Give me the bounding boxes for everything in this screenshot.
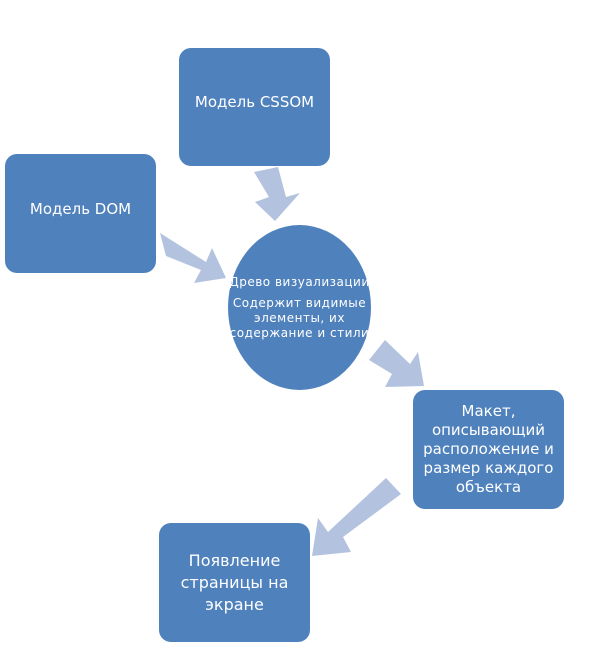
node-layout-label: Макет, описывающий расположение и размер…: [423, 402, 554, 496]
node-layout: Макет, описывающий расположение и размер…: [413, 390, 564, 509]
node-render-tree-title: Древо визуализации: [229, 274, 370, 289]
node-cssom-label: Модель CSSOM: [194, 93, 315, 111]
node-render-tree: Древо визуализации Содержит видимые элем…: [228, 225, 371, 390]
node-dom-label: Модель DOM: [29, 199, 132, 218]
arrow-layout-to-paint: [312, 478, 401, 556]
arrow-dom-to-render-tree: [160, 233, 226, 283]
node-paint-label: Появление страницы на экране: [180, 550, 289, 614]
node-dom-model: Модель DOM: [5, 154, 156, 273]
node-cssom-model: Модель CSSOM: [179, 48, 330, 166]
arrow-render-tree-to-layout: [369, 340, 424, 387]
arrow-cssom-to-render-tree: [254, 167, 300, 221]
node-paint: Появление страницы на экране: [159, 523, 310, 642]
node-render-tree-description: Содержит видимые элементы, их содержание…: [229, 295, 370, 340]
